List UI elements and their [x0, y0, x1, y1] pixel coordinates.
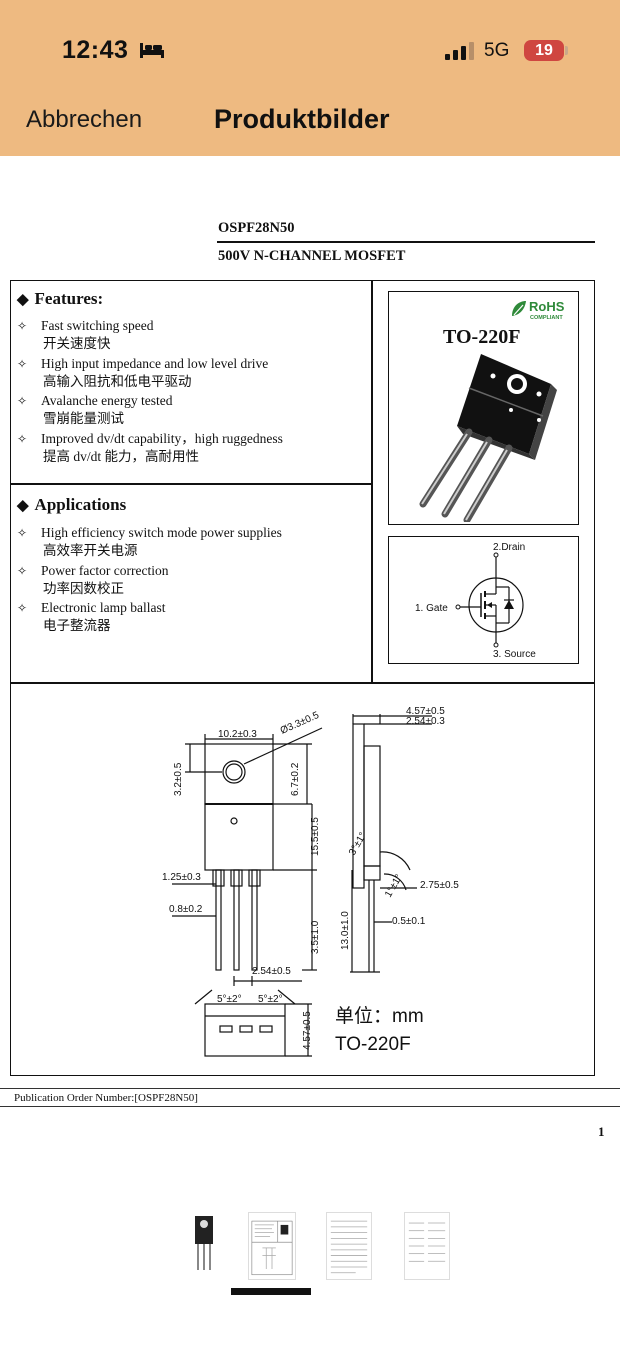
star-bullet-icon: ✧ [17, 526, 28, 540]
package-caption: TO-220F [335, 1034, 411, 1055]
frame-divider-features [11, 483, 371, 485]
frame-divider-mechanical [11, 682, 594, 684]
package-name: TO-220F [443, 326, 521, 348]
status-time: 12:43 [62, 36, 129, 64]
dim-tab-height: 6.7±0.2 [290, 762, 301, 796]
dim-lead-length: 13.0±1.0 [340, 911, 351, 950]
datasheet-frame: ◆Features: ✧Fast switching speed 开关速度快 ✧… [10, 280, 595, 1076]
feature-item: ✧Improved dv/dt capability，high ruggedne… [17, 431, 283, 446]
dim-left-offset: 3.2±0.5 [173, 762, 184, 796]
title-rule [217, 241, 595, 243]
dim-pin-width: 0.8±0.2 [169, 904, 203, 915]
dim-bottom-height: 4.57±0.5 [302, 1011, 313, 1050]
publication-rule-top [0, 1088, 620, 1089]
pin-drain-label: 2.Drain [493, 542, 525, 553]
dim-side-total: 4.57±0.5 [406, 706, 445, 717]
thumbnail-transistor-photo[interactable] [184, 1212, 224, 1280]
network-type: 5G [484, 40, 510, 61]
pin-gate-label: 1. Gate [415, 603, 448, 614]
cancel-button[interactable]: Abbrechen [26, 106, 143, 133]
star-bullet-icon: ✧ [17, 394, 28, 408]
rohs-sub: COMPLIANT [530, 315, 563, 321]
thumbnail-datasheet-page-2[interactable] [326, 1212, 372, 1280]
dim-bottom-angle-2: 5°±2° [258, 994, 283, 1005]
application-item-cn: 高效率开关电源 [43, 543, 138, 558]
dim-side-body: 2.54±0.3 [406, 716, 445, 727]
rohs-logo: RoHS COMPLIANT [512, 299, 565, 321]
star-bullet-icon: ✧ [17, 357, 28, 371]
application-item-cn: 功率因数校正 [43, 581, 124, 596]
application-item: ✧Electronic lamp ballast [17, 600, 166, 615]
feature-item: ✧Avalanche energy tested [17, 393, 173, 408]
dim-pin-offset: 1.25±0.3 [162, 872, 201, 883]
dim-body-height: 15.5±0.5 [310, 817, 321, 856]
part-number: OSPF28N50 [218, 220, 295, 236]
package-box: RoHS COMPLIANT TO-220F [388, 291, 579, 525]
part-description: 500V N-CHANNEL MOSFET [218, 248, 406, 264]
unit-label: 单位：mm [335, 1005, 424, 1027]
feature-item-cn: 开关速度快 [43, 336, 111, 351]
star-bullet-icon: ✧ [17, 601, 28, 615]
features-heading: ◆Features: [17, 289, 104, 308]
mosfet-symbol-box: 2.Drain 1. Gate 3. Source [388, 536, 579, 664]
dim-side-angle: 3°±1° [347, 831, 369, 858]
product-image-datasheet[interactable]: OSPF28N50 500V N-CHANNEL MOSFET ◆Feature… [0, 156, 620, 1186]
selected-thumbnail-indicator [231, 1288, 311, 1295]
diamond-bullet-icon: ◆ [17, 498, 29, 514]
dim-bottom-angle-1: 5°±2° [217, 994, 242, 1005]
dim-width: 10.2±0.3 [218, 729, 257, 740]
bed-icon [140, 43, 164, 58]
pin-source-label: 3. Source [493, 649, 536, 660]
feature-item-cn: 雪崩能量测试 [43, 411, 124, 426]
page-title: Produktbilder [214, 104, 390, 134]
page-number: 1 [598, 1124, 605, 1139]
rohs-label: RoHS [529, 299, 565, 314]
star-bullet-icon: ✧ [17, 319, 28, 333]
dim-hole: Ø3.3±0.5 [279, 710, 321, 737]
feature-item: ✧Fast switching speed [17, 318, 154, 333]
dim-side-lead: 2.75±0.5 [420, 880, 459, 891]
thumbnail-datasheet-page-3[interactable] [404, 1212, 450, 1280]
application-item: ✧High efficiency switch mode power suppl… [17, 525, 282, 540]
dim-lead-thickness: 0.5±0.1 [392, 916, 426, 927]
star-bullet-icon: ✧ [17, 564, 28, 578]
battery-indicator: 19 [524, 40, 564, 61]
dim-pin-length: 3.5±1.0 [310, 920, 321, 954]
thumbnail-datasheet-page-1[interactable] [248, 1212, 296, 1280]
cellular-signal-icon [445, 42, 474, 60]
diamond-bullet-icon: ◆ [17, 292, 29, 308]
dim-pitch: 2.54±0.5 [252, 966, 291, 977]
battery-tip [565, 46, 568, 55]
publication-number: Publication Order Number:[OSPF28N50] [14, 1092, 198, 1104]
feature-item-cn: 提高 dv/dt 能力，高耐用性 [43, 449, 200, 464]
frame-divider-vertical [371, 281, 373, 683]
feature-item-cn: 高输入阻抗和低电平驱动 [43, 374, 192, 389]
application-item-cn: 电子整流器 [43, 618, 111, 633]
to220f-package-icon [419, 354, 557, 522]
application-item: ✧Power factor correction [17, 563, 169, 578]
mosfet-symbol-icon: 2.Drain 1. Gate 3. Source [415, 542, 536, 660]
feature-item: ✧High input impedance and low level driv… [17, 356, 269, 371]
dim-side-angle-2: 1°±1° [383, 873, 405, 900]
publication-rule-bottom [0, 1106, 620, 1107]
applications-heading: ◆Applications [17, 495, 127, 514]
navigation-header: 12:43 5G 19 Abbrechen Produktbilder [0, 0, 620, 156]
star-bullet-icon: ✧ [17, 432, 28, 446]
mechanical-drawing: 10.2±0.3 Ø3.3±0.5 6.7±0.2 15.5±0.5 3.2±0… [162, 706, 459, 1057]
